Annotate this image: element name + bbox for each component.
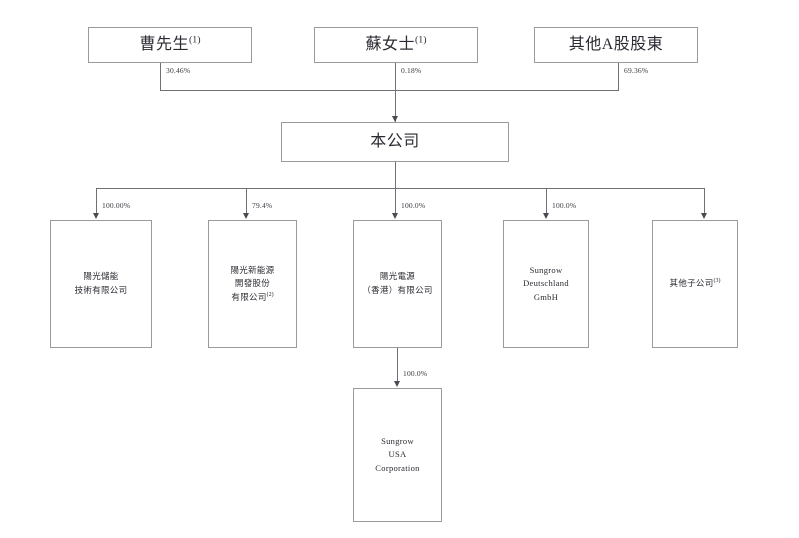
percent-subsidiary-1: 100.00% <box>102 201 131 210</box>
company-label: 本公司 <box>370 133 420 151</box>
arrow-into-subsidiary-4 <box>542 213 549 219</box>
arrow-into-sub-subsidiary <box>393 381 400 387</box>
subsidiary-footnote-5: (3) <box>713 278 721 285</box>
arrow-into-subsidiary-5 <box>700 213 707 219</box>
sub-subsidiary-label-1: Sungrow USA Corporation <box>375 435 420 473</box>
subsidiary-box-1: 陽光儲能 技術有限公司 <box>50 220 152 348</box>
percent-shareholder-3: 69.36% <box>624 66 649 75</box>
arrow-into-subsidiary-3 <box>391 213 398 219</box>
percent-subsidiary-2: 79.4% <box>252 201 273 210</box>
subsidiary-footnote-2: (2) <box>266 291 274 298</box>
connector-shareholder-2-stem <box>395 63 396 122</box>
percent-sub-subsidiary-1: 100.0% <box>403 369 428 378</box>
subsidiary-box-3: 陽光電源 （香港）有限公司 <box>353 220 442 348</box>
company-box: 本公司 <box>281 122 509 162</box>
subsidiary-box-5: 其他子公司(3) <box>652 220 738 348</box>
shareholder-footnote-1: (1) <box>188 35 201 47</box>
percent-shareholder-1: 30.46% <box>166 66 191 75</box>
connector-company-stem <box>395 162 396 188</box>
connector-sub-subsidiary-stem <box>397 348 398 382</box>
connector-subsidiary-5-stem <box>704 188 705 214</box>
connector-subsidiary-2-stem <box>246 188 247 214</box>
arrow-into-company <box>391 116 398 122</box>
connector-shareholder-3-stem <box>618 63 619 90</box>
shareholder-box-2: 蘇女士(1) <box>314 27 478 63</box>
percent-shareholder-2: 0.18% <box>401 66 422 75</box>
percent-subsidiary-3: 100.0% <box>401 201 426 210</box>
shareholder-label-3: 其他A股股東 <box>568 36 664 54</box>
shareholder-label-2: 蘇女士(1) <box>365 35 427 54</box>
subsidiary-label-4: Sungrow Deutschland GmbH <box>523 264 569 302</box>
subsidiary-box-2: 陽光新能源 開發股份 有限公司(2) <box>208 220 297 348</box>
subsidiary-box-4: Sungrow Deutschland GmbH <box>503 220 589 348</box>
subsidiary-label-3: 陽光電源 （香港）有限公司 <box>362 271 433 295</box>
connector-subsidiary-distribution-bar <box>96 188 704 189</box>
shareholder-box-3: 其他A股股東 <box>534 27 698 63</box>
percent-subsidiary-4: 100.0% <box>552 201 577 210</box>
connector-subsidiary-4-stem <box>546 188 547 214</box>
subsidiary-label-1: 陽光儲能 技術有限公司 <box>74 271 128 295</box>
connector-subsidiary-3-stem <box>395 188 396 214</box>
shareholder-box-1: 曹先生(1) <box>88 27 252 63</box>
sub-subsidiary-box-1: Sungrow USA Corporation <box>353 388 442 522</box>
arrow-into-subsidiary-1 <box>92 213 99 219</box>
subsidiary-label-5: 其他子公司(3) <box>669 278 721 289</box>
connector-shareholder-1-stem <box>160 63 161 90</box>
connector-shareholder-merge-bar <box>160 90 619 91</box>
subsidiary-label-2: 陽光新能源 開發股份 有限公司(2) <box>230 264 275 302</box>
connector-subsidiary-1-stem <box>96 188 97 214</box>
shareholder-label-1: 曹先生(1) <box>139 35 201 54</box>
arrow-into-subsidiary-2 <box>242 213 249 219</box>
shareholder-footnote-2: (1) <box>414 35 427 47</box>
